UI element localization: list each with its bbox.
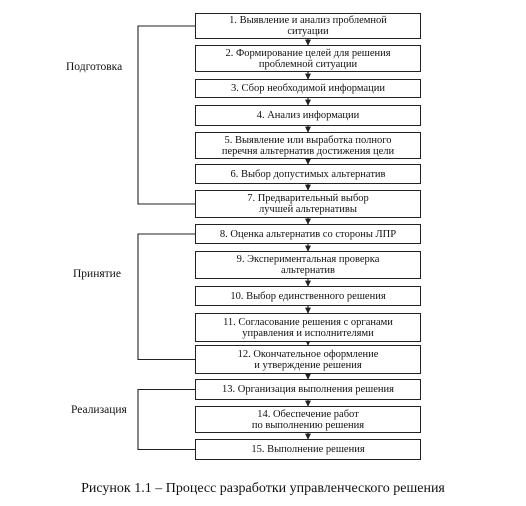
step-box-4: 4. Анализ информации (195, 105, 421, 126)
bracket-implementation (137, 388, 195, 451)
figure-caption: Рисунок 1.1 – Процесс разработки управле… (81, 481, 445, 496)
step-label-11: 11. Согласование решения с органами упра… (223, 316, 393, 339)
step-label-6: 6. Выбор допустимых альтернатив (230, 168, 386, 180)
phase-label-implementation: Реализация (71, 404, 127, 416)
step-label-13: 13. Организация выполнения решения (222, 384, 394, 395)
step-box-5: 5. Выявление или выработка полного переч… (195, 132, 421, 159)
step-label-8: 8. Оценка альтернатив со стороны ЛПР (219, 228, 397, 240)
step-box-15: 15. Выполнение решения (195, 439, 421, 460)
step-box-9: 9. Экспериментальная проверка альтернати… (195, 251, 421, 279)
step-label-4: 4. Анализ информации (256, 110, 360, 121)
step-box-8: 8. Оценка альтернатив со стороны ЛПР (195, 224, 421, 244)
step-label-14: 14. Обеспечение работ по выполнению реше… (251, 408, 365, 431)
process-flowchart: Подготовка Принятие Реализация 1. Выявле… (66, 13, 421, 460)
step-box-2: 2. Формирование целей для решения пробле… (195, 45, 421, 72)
step-label-1: 1. Выявление и анализ проблемной ситуаци… (229, 15, 387, 37)
step-box-6: 6. Выбор допустимых альтернатив (195, 164, 421, 184)
step-label-9: 9. Экспериментальная проверка альтернати… (236, 254, 380, 276)
step-box-12: 12. Окончательное оформление и утвержден… (195, 345, 421, 374)
step-label-3: 3. Сбор необходимой информации (231, 83, 385, 94)
step-label-5: 5. Выявление или выработка полного переч… (221, 134, 395, 157)
phase-label-preparation: Подготовка (66, 61, 123, 73)
phase-label-adoption: Принятие (73, 268, 121, 280)
bracket-adoption (137, 233, 195, 361)
step-label-15: 15. Выполнение решения (251, 444, 365, 455)
step-box-7: 7. Предварительный выбор лучшей альтерна… (195, 190, 421, 218)
bracket-preparation (137, 25, 195, 205)
step-box-1: 1. Выявление и анализ проблемной ситуаци… (195, 13, 421, 39)
step-box-10: 10. Выбор единственного решения (195, 286, 421, 306)
step-label-12: 12. Окончательное оформление и утвержден… (237, 348, 379, 371)
step-box-3: 3. Сбор необходимой информации (195, 79, 421, 98)
step-label-7: 7. Предварительный выбор лучшей альтерна… (247, 193, 369, 215)
step-box-14: 14. Обеспечение работ по выполнению реше… (195, 406, 421, 433)
step-label-2: 2. Формирование целей для решения пробле… (225, 47, 391, 70)
flowchart-connectors (137, 25, 311, 451)
step-box-11: 11. Согласование решения с органами упра… (195, 313, 421, 342)
step-label-10: 10. Выбор единственного решения (230, 290, 386, 302)
step-box-13: 13. Организация выполнения решения (195, 379, 421, 400)
